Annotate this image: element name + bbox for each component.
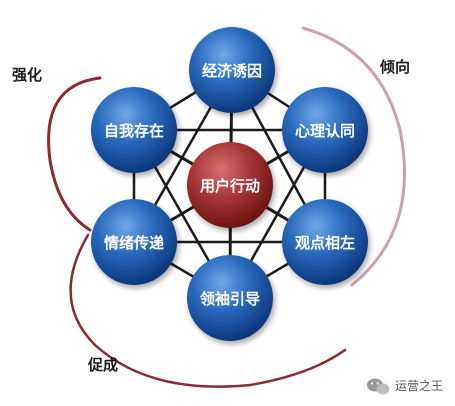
node-opposing-views: 观点相左 [282,199,368,285]
node-label-upper-left: 自我存在 [104,122,164,140]
node-psychological-identity: 心理认同 [282,87,368,173]
arc-strengthen [47,76,102,232]
node-label-lower-left: 情绪传递 [104,234,164,252]
node-label-center: 用户行动 [200,177,260,195]
label-promote: 促成 [87,356,118,374]
node-emotion-transfer: 情绪传递 [91,199,177,285]
node-label-bottom: 领袖引导 [199,290,260,308]
label-tendency: 倾向 [379,58,410,76]
watermark-text: 运营之王 [395,379,443,393]
node-label-upper-right: 心理认同 [295,122,355,140]
node-label-top: 经济诱因 [202,62,262,80]
node-leader-guidance: 领袖引导 [187,255,273,341]
arc-tendency [301,26,407,287]
node-user-action: 用户行动 [187,142,273,228]
node-label-lower-right: 观点相左 [295,234,355,252]
label-strengthen: 强化 [12,66,42,84]
wechat-icon [367,378,390,395]
arc-promote [69,233,347,388]
node-economic-incentive: 经济诱因 [189,27,275,113]
node-self-existence: 自我存在 [91,87,177,173]
watermark: 运营之王 [367,378,443,395]
